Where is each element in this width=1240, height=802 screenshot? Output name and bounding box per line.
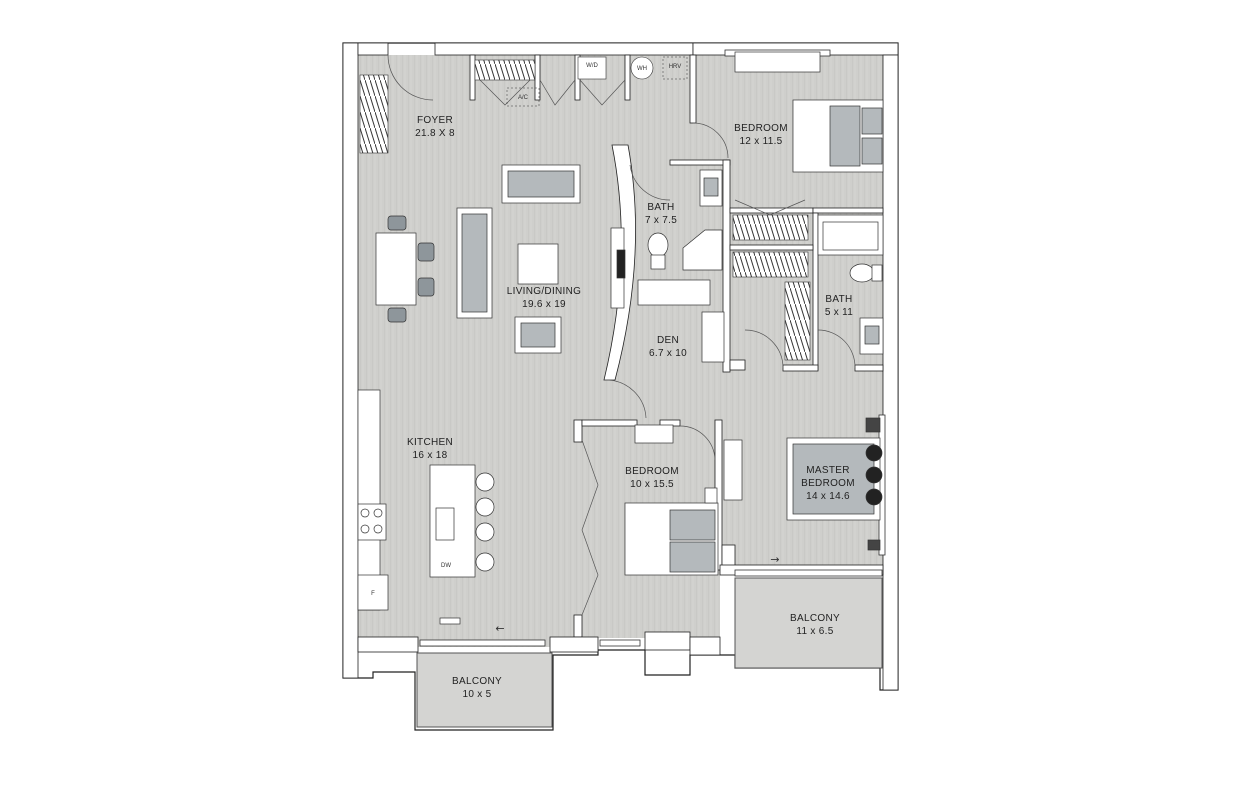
master-balcony-arrow: → xyxy=(770,553,779,566)
balcony-s-name: BALCONY xyxy=(452,676,502,687)
den-curved-wall xyxy=(603,144,636,381)
utility-fixtures: W/D WH HRV A/C xyxy=(506,56,688,107)
foyer-name: FOYER xyxy=(417,115,453,126)
bath-east-name: BATH xyxy=(825,294,852,305)
kitchen-fixtures xyxy=(357,389,495,625)
bedroom-s-size: 10 x 15.5 xyxy=(630,479,674,490)
master-size: 14 x 14.6 xyxy=(806,491,850,502)
balcony-s-size: 10 x 5 xyxy=(462,689,491,700)
center-bath-fixtures xyxy=(647,169,723,271)
room-labels: FOYER 21.8 X 8 BEDROOM 12 x 11.5 BATH 7 … xyxy=(407,115,855,700)
bath-east-size: 5 x 11 xyxy=(825,307,853,318)
kitchen-balcony-arrow: ← xyxy=(495,622,504,635)
ne-bedroom-furniture xyxy=(734,51,884,173)
water-heater-label: WH xyxy=(637,66,647,72)
master-bedroom-furniture xyxy=(723,417,883,551)
interior-walls xyxy=(342,42,899,691)
foyer-size: 21.8 X 8 xyxy=(415,128,455,139)
ac-label: A/C xyxy=(518,95,529,101)
fridge-label: F xyxy=(371,591,375,597)
bath-center-size: 7 x 7.5 xyxy=(645,215,677,226)
kitchen-size: 16 x 18 xyxy=(413,450,448,461)
living-furniture xyxy=(375,164,581,354)
master-name2: BEDROOM xyxy=(801,478,855,489)
balcony-east xyxy=(734,577,883,669)
bedroom-ne-name: BEDROOM xyxy=(734,123,788,134)
bath-center-name: BATH xyxy=(647,202,674,213)
east-bath-fixtures xyxy=(817,214,884,355)
den-size: 6.7 x 10 xyxy=(649,348,687,359)
bedroom-s-name: BEDROOM xyxy=(625,466,679,477)
living-name: LIVING/DINING xyxy=(507,286,581,297)
master-name: MASTER xyxy=(806,465,849,476)
door-swings xyxy=(387,54,856,616)
dishwasher-label: DW xyxy=(441,563,451,569)
den-name: DEN xyxy=(657,335,679,346)
washer-dryer-label: W/D xyxy=(586,63,598,69)
balcony-e-name: BALCONY xyxy=(790,613,840,624)
balcony-e-size: 11 x 6.5 xyxy=(796,626,833,637)
bedroom-ne-size: 12 x 11.5 xyxy=(739,136,782,147)
living-size: 19.6 x 19 xyxy=(522,299,566,310)
den-furniture xyxy=(610,227,725,363)
balcony-south xyxy=(416,652,553,728)
kitchen-name: KITCHEN xyxy=(407,437,453,448)
hrv-label: HRV xyxy=(669,64,682,70)
south-bedroom-furniture xyxy=(624,424,719,576)
